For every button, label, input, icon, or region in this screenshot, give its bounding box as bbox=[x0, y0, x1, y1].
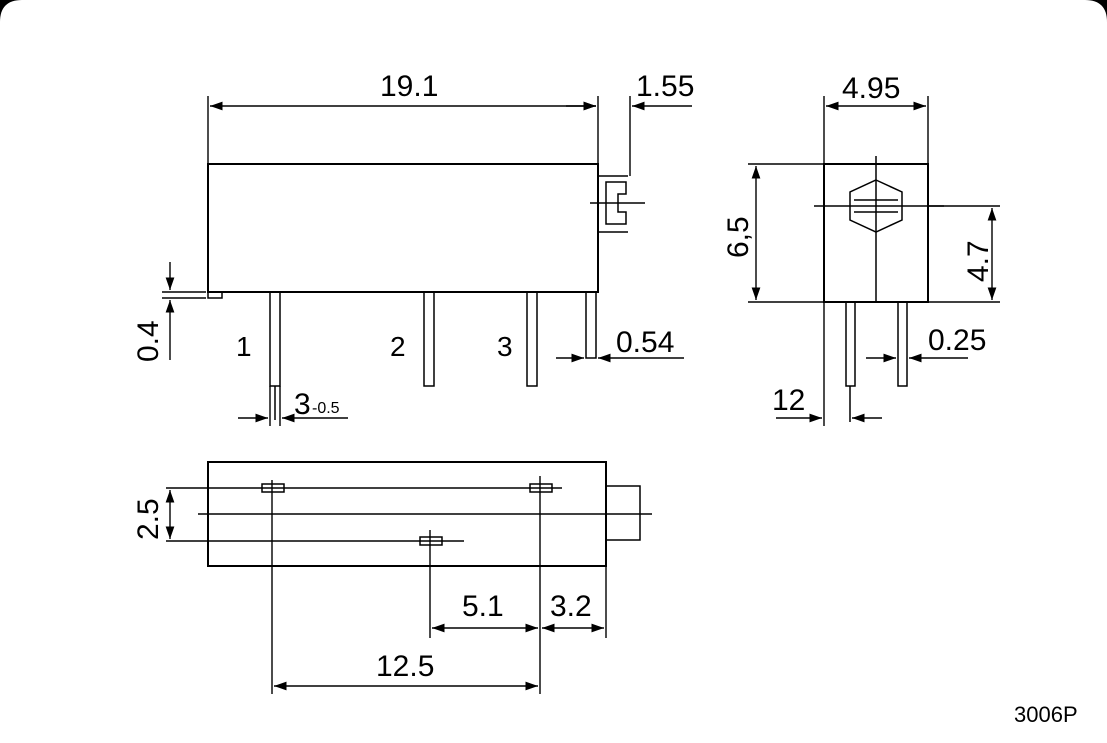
pin-1-label: 1 bbox=[236, 331, 252, 362]
bottom-view bbox=[166, 461, 652, 694]
pin-2-label: 2 bbox=[390, 331, 406, 362]
pad-3 bbox=[529, 483, 553, 493]
dim-adjuster-height: 4.7 bbox=[962, 240, 995, 282]
dim-row-spacing: 2.5 bbox=[132, 498, 165, 540]
dim-pin-thickness: 0.25 bbox=[928, 324, 986, 357]
dim-pin-pitch: 5.1 bbox=[462, 590, 504, 623]
bottom-view-dimensions: 2.5 5.1 3.2 12.5 bbox=[132, 490, 604, 691]
part-number: 3006P bbox=[1014, 702, 1078, 727]
dim-body-height: 6,5 bbox=[722, 216, 755, 258]
front-view-dimensions: 19.1 1.55 0.4 3 -0.5 0.54 bbox=[132, 70, 694, 426]
side-view bbox=[814, 156, 944, 422]
dim-pin-length: 12 bbox=[772, 384, 805, 417]
pin-3-label: 3 bbox=[497, 331, 513, 362]
dim-pin-spacing-tolerance: -0.5 bbox=[312, 400, 340, 417]
pad-1 bbox=[261, 483, 285, 493]
dim-pin-width: 0.54 bbox=[616, 326, 674, 359]
front-view: 1 2 3 bbox=[207, 163, 645, 420]
dim-standoff: 0.4 bbox=[132, 320, 165, 362]
pad-2 bbox=[419, 536, 443, 546]
dim-body-width: 4.95 bbox=[842, 72, 900, 105]
side-view-dimensions: 4.95 6,5 4.7 0.25 12 bbox=[722, 72, 1000, 426]
dim-pin-span: 12.5 bbox=[376, 650, 434, 683]
dim-pin-to-end: 3.2 bbox=[550, 590, 592, 623]
dim-adjuster-width: 1.55 bbox=[636, 70, 694, 103]
dim-length: 19.1 bbox=[380, 70, 438, 103]
dim-pin-spacing: 3 bbox=[294, 388, 311, 421]
